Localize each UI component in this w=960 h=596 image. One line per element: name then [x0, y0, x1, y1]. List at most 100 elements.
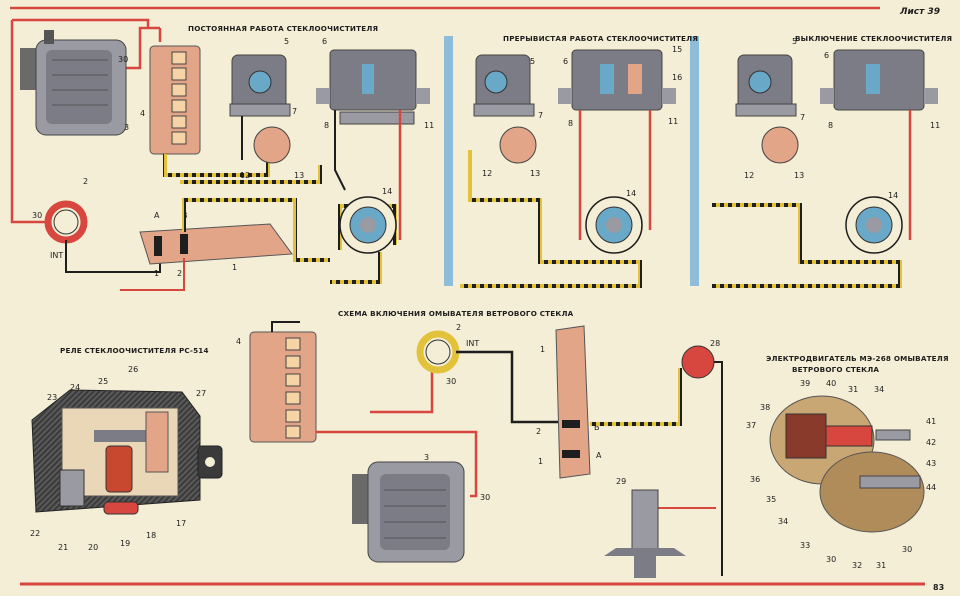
p1-label-a: A	[154, 211, 160, 220]
relay-label-18: 18	[146, 531, 156, 540]
relay-rs514-cutaway: РЕЛЕ СТЕКЛООЧИСТИТЕЛЯ РС-514 23 24 25 26…	[30, 346, 223, 552]
motor-label-37: 37	[746, 421, 756, 430]
panel-intermittent-wiping: ПРЕРЫВИСТАЯ РАБОТА СТЕКЛООЧИСТИТЕЛЯ 5 7 …	[460, 34, 698, 288]
p1-label-int: INT	[50, 251, 63, 260]
p2-yb-wire-1	[460, 150, 642, 288]
motor-label-31b: 31	[876, 561, 886, 570]
motor-label-34: 34	[778, 517, 788, 526]
washer-label-3: 3	[424, 453, 429, 462]
p3-label-5: 5	[792, 37, 797, 46]
washer-label-int: INT	[466, 339, 479, 348]
p2-label-11: 11	[668, 117, 678, 126]
washer-generator-3	[352, 461, 465, 563]
p1-label-13: 13	[294, 171, 304, 180]
washer-fuse-box	[249, 331, 317, 443]
motor-label-36: 36	[750, 475, 760, 484]
panel1-title: ПОСТОЯННАЯ РАБОТА СТЕКЛООЧИСТИТЕЛЯ	[188, 24, 378, 33]
relay-label-23: 23	[47, 393, 57, 402]
wiper-gearmotor-14	[339, 196, 397, 254]
generator	[20, 30, 127, 136]
p1-label-7: 7	[292, 107, 297, 116]
washer-label-c2: 2	[536, 427, 541, 436]
p1-label-1: 1	[232, 263, 237, 272]
washer-yb-wire	[590, 368, 682, 426]
red-feed-wire	[10, 18, 150, 224]
washer-switch	[555, 325, 591, 479]
p3-label-11: 11	[930, 121, 940, 130]
black-wire-6	[334, 110, 346, 191]
relay-5-p3	[735, 54, 797, 117]
panel-divider-2	[690, 36, 699, 286]
washer-label-28: 28	[710, 339, 720, 348]
washer-black-wire	[456, 350, 560, 424]
p3-label-12: 12	[744, 171, 754, 180]
relay-label-19: 19	[120, 539, 130, 548]
p2-label-14: 14	[626, 189, 636, 198]
relay-5-p2	[473, 54, 535, 117]
relay-label-24: 24	[70, 383, 80, 392]
washer-pump-28	[681, 345, 715, 379]
washer-red-wire-2	[370, 372, 434, 414]
motor-label-34a: 34	[874, 385, 884, 394]
relay-label-22: 22	[30, 529, 40, 538]
wiper-switch-1	[139, 223, 293, 265]
washer-label-b: B	[594, 423, 600, 432]
motor-label-42: 42	[926, 438, 936, 447]
motor-label-40: 40	[826, 379, 836, 388]
p1-label-30: 30	[118, 55, 128, 64]
relay-5	[229, 54, 291, 160]
yb-wire-3	[182, 198, 330, 262]
panel2-title: ПРЕРЫВИСТАЯ РАБОТА СТЕКЛООЧИСТИТЕЛЯ	[503, 34, 698, 43]
motor-label-35: 35	[766, 495, 776, 504]
washer-motor-me268-cutaway: ЭЛЕКТРОДВИГАТЕЛЬ МЭ-268 ОМЫВАТЕЛЯ ВЕТРОВ…	[746, 354, 949, 570]
p1-label-3: 3	[124, 123, 129, 132]
relay-resistor	[103, 501, 139, 515]
washer-label-29: 29	[616, 477, 626, 486]
washer-label-4: 4	[236, 337, 241, 346]
relay-label-20: 20	[88, 543, 98, 552]
p3-label-8: 8	[828, 121, 833, 130]
motor-label-30b: 30	[902, 545, 912, 554]
p2-label-7: 7	[538, 111, 543, 120]
yb-wire-2	[180, 165, 322, 184]
motor-label-31a: 31	[848, 385, 858, 394]
red-return	[120, 258, 185, 291]
relay-label-21: 21	[58, 543, 68, 552]
motor-label-39: 39	[800, 379, 810, 388]
p3-label-14: 14	[888, 191, 898, 200]
washer-reservoir-29	[604, 489, 686, 578]
washer-label-30b: 30	[480, 493, 490, 502]
p2-label-5: 5	[530, 57, 535, 66]
p1-label-14: 14	[382, 187, 392, 196]
p1-label-c2: 2	[177, 269, 182, 278]
p3-label-13: 13	[794, 171, 804, 180]
p2-limit-switch	[499, 126, 537, 164]
p3-label-7: 7	[800, 113, 805, 122]
panel-wiper-off: ВЫКЛЮЧЕНИЕ СТЕКЛООЧИСТИТЕЛЯ 5 7 12 13 6 …	[712, 34, 952, 288]
wiper-motor-relay-6	[316, 49, 430, 125]
relay-label-27: 27	[196, 389, 206, 398]
p3-label-6: 6	[824, 51, 829, 60]
motor-label-43: 43	[926, 459, 936, 468]
motor-label-30a: 30	[826, 555, 836, 564]
p1-label-c1: 1	[154, 269, 159, 278]
washer-label-2: 2	[456, 323, 461, 332]
panel-continuous-wiping: ПОСТОЯННАЯ РАБОТА СТЕКЛООЧИСТИТЕЛЯ 30 3	[10, 18, 434, 291]
motor-title-line2: ВЕТРОВОГО СТЕКЛА	[792, 365, 879, 374]
motor-label-32: 32	[852, 561, 862, 570]
p1-label-12: 12	[240, 171, 250, 180]
p1-label-2: 2	[83, 177, 88, 186]
washer-label-30a: 30	[446, 377, 456, 386]
p1-label-6: 6	[322, 37, 327, 46]
washer-wiring-scheme: СХЕМА ВКЛЮЧЕНИЯ ОМЫВАТЕЛЯ ВЕТРОВОГО СТЕК…	[236, 309, 723, 578]
p1-label-11: 11	[424, 121, 434, 130]
washer-label-c1: 1	[538, 457, 543, 466]
motor-label-41: 41	[926, 417, 936, 426]
washer-red-wire-1	[316, 430, 478, 498]
motor-label-38: 38	[760, 403, 770, 412]
p3-yb-wire-1	[712, 203, 902, 288]
panel3-title: ВЫКЛЮЧЕНИЕ СТЕКЛООЧИСТИТЕЛЯ	[795, 34, 952, 43]
washer-title: СХЕМА ВКЛЮЧЕНИЯ ОМЫВАТЕЛЯ ВЕТРОВОГО СТЕК…	[338, 309, 574, 318]
